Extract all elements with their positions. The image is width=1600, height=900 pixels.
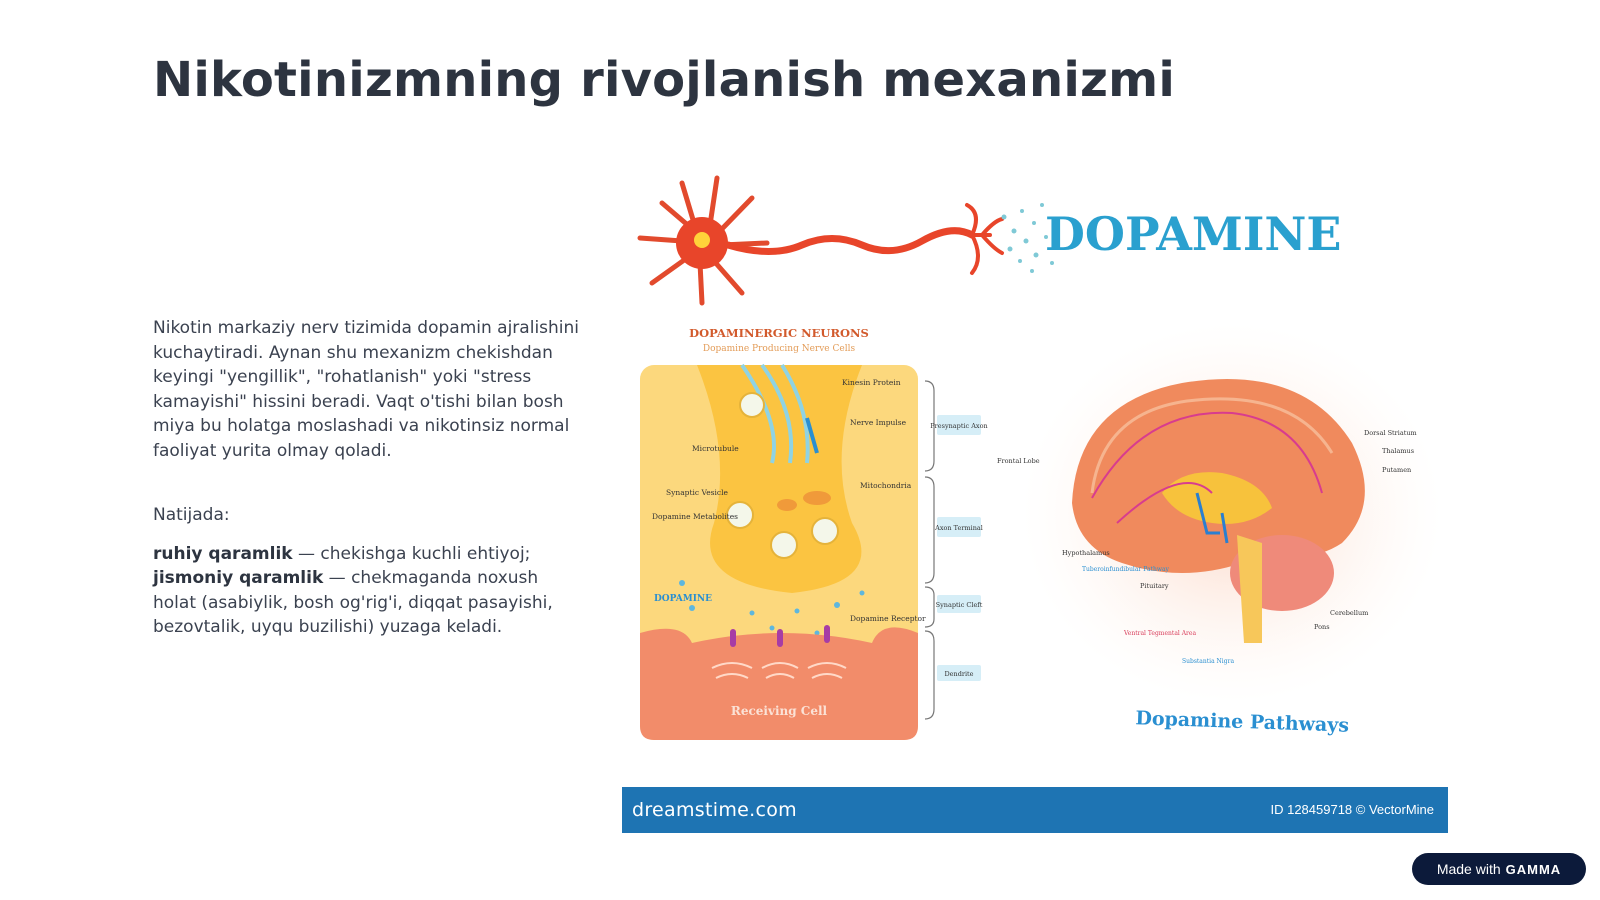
gamma-logo: GAMMA [1505, 861, 1562, 877]
panel-subtitle: Dopamine Producing Nerve Cells [703, 344, 856, 354]
bracket-label-dendrite: Dendrite [944, 670, 973, 678]
brain-label-vta: Ventral Tegmental Area [1123, 630, 1196, 637]
brain-label-thalamus: Thalamus [1382, 447, 1414, 455]
label-dopamine: DOPAMINE [654, 594, 712, 604]
brain-label-pituitary: Pituitary [1140, 582, 1169, 590]
effect-desc-physical: — chekmaganda noxush holat (asabiylik, b… [153, 568, 553, 637]
label-nerve-impulse: Nerve Impulse [850, 418, 907, 427]
brain-graphic [1022, 323, 1442, 703]
label-synaptic-vesicle: Synaptic Vesicle [666, 488, 728, 497]
effects-list: ruhiy qaramlik — chekishga kuchli ehtiyo… [153, 542, 583, 640]
result-heading: Natijada: [153, 505, 230, 525]
brain-label-hypothalamus: Hypothalamus [1062, 549, 1110, 557]
watermark-id: ID 128459718 © VectorMine [1270, 802, 1434, 817]
dopamine-header: DOPAMINE [1045, 207, 1341, 261]
intro-paragraph: Nikotin markaziy nerv tizimida dopamin a… [153, 318, 580, 461]
label-kinesin: Kinesin Protein [842, 378, 901, 387]
label-metabolites: Dopamine Metabolites [652, 512, 738, 521]
bracket-label-cleft: Synaptic Cleft [936, 601, 983, 609]
synapse-panel [640, 363, 918, 740]
neuron-graphic [637, 175, 1054, 306]
effect-term-psychological: ruhiy qaramlik [153, 543, 293, 564]
brain-label-putamen: Putamen [1382, 466, 1411, 474]
made-with-gamma-badge[interactable]: Made with GAMMA [1412, 853, 1586, 885]
brain-label-pons: Pons [1314, 623, 1330, 631]
effect-desc-psychological: — chekishga kuchli ehtiyoj; [292, 543, 531, 564]
brain-label-dorsal-striatum: Dorsal Striatum [1364, 429, 1417, 437]
bracket-label-presynaptic: Presynaptic Axon [930, 422, 987, 430]
pathways-title: Dopamine Pathways [1135, 707, 1349, 736]
dopamine-illustration: DOPAMINE DOPAMINERGIC NEURONS Dopamine P… [622, 163, 1448, 833]
panel-title: DOPAMINERGIC NEURONS [689, 326, 869, 340]
brain-label-frontal: Frontal Lobe [997, 457, 1040, 465]
brain-label-cerebellum: Cerebellum [1330, 609, 1368, 617]
synapse-brackets [924, 380, 935, 720]
stock-watermark: dreamstime.com ID 128459718 © VectorMine [622, 787, 1448, 833]
label-mitochondria: Mitochondria [860, 481, 912, 490]
brain-label-substantia-nigra: Substantia Nigra [1182, 658, 1234, 665]
badge-prefix: Made with [1436, 861, 1501, 877]
dopamine-diagram: DOPAMINE DOPAMINERGIC NEURONS Dopamine P… [637, 175, 1442, 740]
bracket-label-terminal: Axon Terminal [934, 524, 983, 532]
bracket-label-boxes [937, 415, 981, 681]
label-receptor: Dopamine Receptor [850, 614, 926, 623]
page-title: Nikotinizmning rivojlanish mexanizmi [153, 52, 1175, 108]
text-column: Nikotin markaziy nerv tizimida dopamin a… [153, 316, 583, 640]
brain-label-tuberoinfundibular: Tuberoinfundibular Pathway [1082, 566, 1170, 573]
effect-term-physical: jismoniy qaramlik [153, 568, 324, 588]
watermark-logo: dreamstime.com [632, 799, 797, 821]
label-receiving-cell: Receiving Cell [731, 704, 828, 718]
label-microtubule: Microtubule [692, 444, 739, 453]
